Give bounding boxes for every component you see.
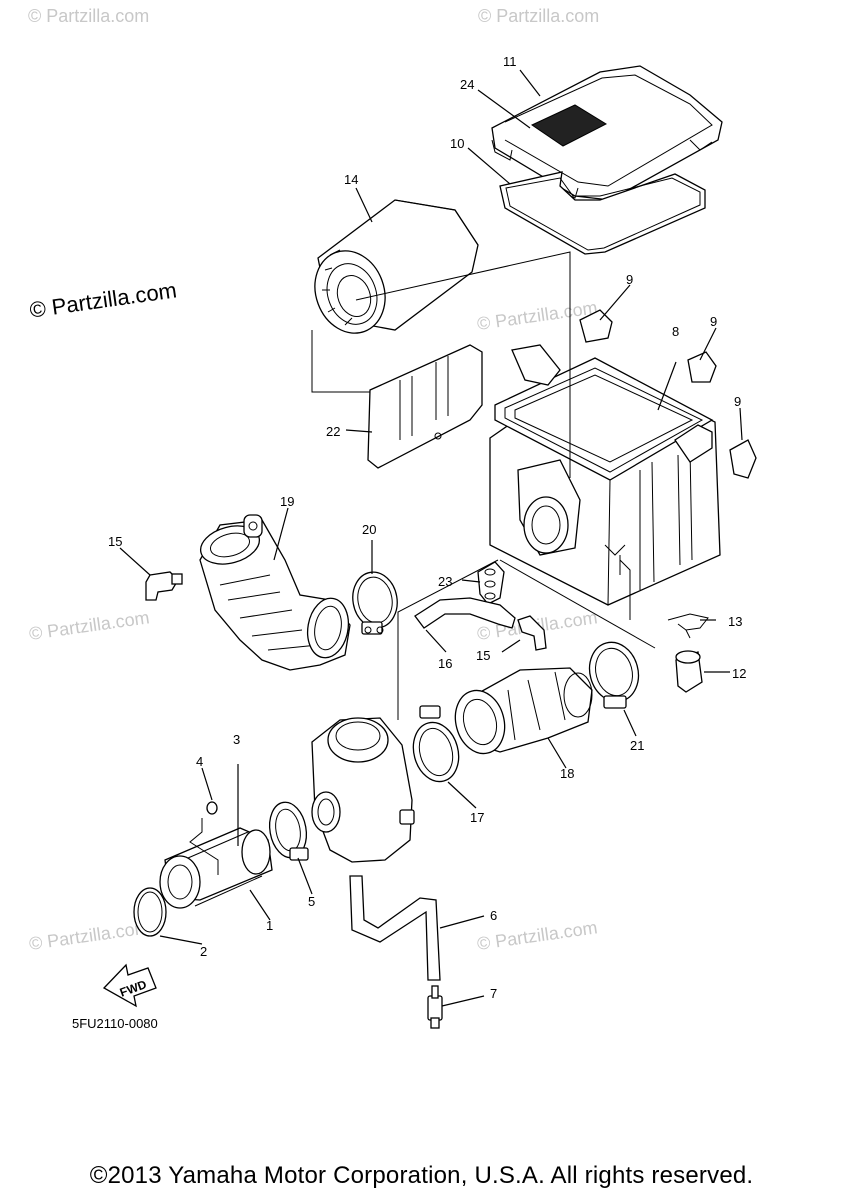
- callout-14: 14: [344, 172, 358, 187]
- drawing-code: 5FU2110-0080: [72, 1016, 158, 1031]
- part-15-fitting-right: [517, 615, 547, 651]
- callout-17: 17: [470, 810, 484, 825]
- part-24-label-plate: [530, 104, 608, 147]
- callout-21: 21: [630, 738, 644, 753]
- callout-6: 6: [490, 908, 497, 923]
- part-5-clamp: [268, 801, 309, 861]
- watermark: © Partzilla.com: [28, 917, 151, 954]
- callout-15-right: 15: [476, 648, 490, 663]
- callout-4: 4: [196, 754, 203, 769]
- callout-11: 11: [503, 54, 517, 69]
- part-21-clamp: [588, 641, 640, 709]
- callout-7: 7: [490, 986, 497, 1001]
- part-1-manifold: [159, 827, 273, 909]
- callout-3: 3: [233, 732, 240, 747]
- callout-2: 2: [200, 944, 207, 959]
- carburetor: [311, 717, 415, 863]
- callout-23: 23: [438, 574, 452, 589]
- callout-19: 19: [280, 494, 294, 509]
- leader-lines: [119, 69, 743, 1007]
- part-13-band: [667, 613, 709, 639]
- callout-5: 5: [308, 894, 315, 909]
- part-9-clips: [579, 309, 757, 479]
- callout-24: 24: [460, 77, 474, 92]
- watermark: © Partzilla.com: [476, 297, 599, 334]
- fwd-arrow: FWD: [102, 963, 157, 1008]
- callouts: 11 24 10 14 9 9 8 9 22 19 15 20 23 13 16…: [108, 54, 746, 1001]
- part-10-gasket-inner: [505, 177, 701, 251]
- part-17-clamp: [412, 705, 460, 783]
- part-18-joint: [454, 667, 593, 755]
- watermark: © Partzilla.com: [28, 607, 151, 644]
- part-4-washer: [206, 801, 218, 815]
- watermark: © Partzilla.com: [28, 6, 149, 26]
- copyright-text: ©2013 Yamaha Motor Corporation, U.S.A. A…: [89, 1162, 754, 1189]
- callout-22: 22: [326, 424, 340, 439]
- part-19-intake-duct: [199, 514, 351, 671]
- callout-9-mid: 9: [710, 314, 717, 329]
- part-16-hose: [414, 597, 516, 629]
- part-15-fitting-left: [145, 571, 183, 601]
- part-12-cap: [675, 650, 703, 693]
- callout-9-top: 9: [626, 272, 633, 287]
- part-7-fitting: [427, 985, 443, 1029]
- callout-9-right: 9: [734, 394, 741, 409]
- part-14-filter-element: [314, 199, 479, 334]
- part-11-case-cover: [491, 65, 723, 201]
- part-8-air-box-case: [489, 344, 721, 606]
- callout-13: 13: [728, 614, 742, 629]
- callout-10: 10: [450, 136, 464, 151]
- part-6-hose: [349, 875, 441, 981]
- callout-16: 16: [438, 656, 452, 671]
- callout-1: 1: [266, 918, 273, 933]
- part-22-plate: [367, 344, 483, 469]
- part-2-o-ring: [133, 887, 167, 937]
- part-10-gasket: [499, 171, 706, 255]
- part-20-clamp: [352, 571, 398, 635]
- callout-15-left: 15: [108, 534, 122, 549]
- callout-12: 12: [732, 666, 746, 681]
- watermark: © Partzilla.com: [478, 6, 599, 26]
- callout-20: 20: [362, 522, 376, 537]
- callout-18: 18: [560, 766, 574, 781]
- assembly-lines: [189, 251, 656, 875]
- callout-8: 8: [672, 324, 679, 339]
